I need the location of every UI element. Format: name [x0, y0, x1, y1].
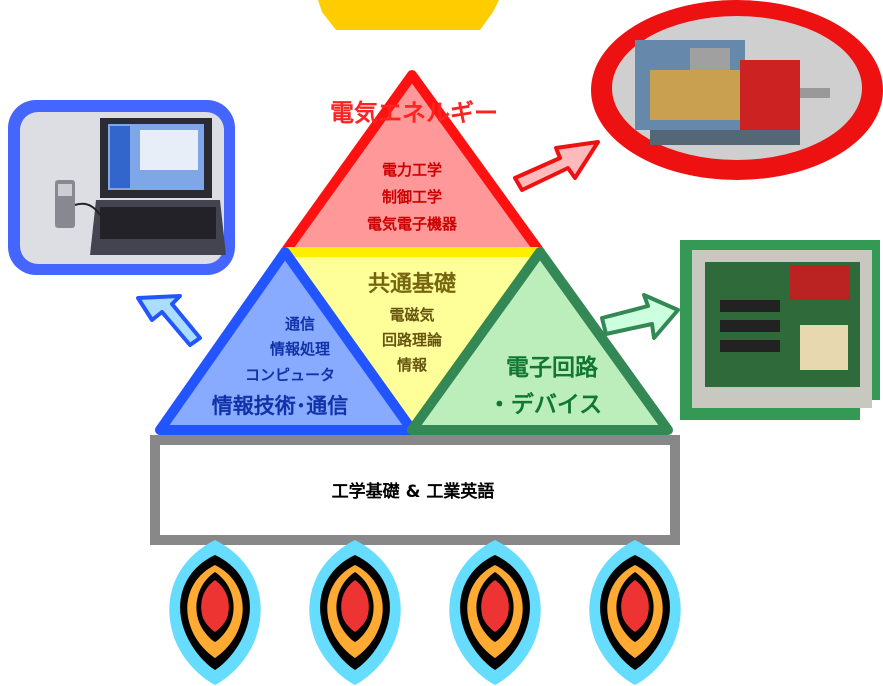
right-title-line2: ・デバイス — [488, 391, 602, 418]
center-subject-3: 情報 — [397, 356, 428, 374]
left-title: 情報技術･通信 — [212, 394, 349, 418]
top-subject-2: 制御工学 — [382, 188, 442, 206]
flame-icon — [169, 540, 261, 685]
base-label: 工学基礎 & 工業英語 — [332, 481, 495, 502]
pyramid — [155, 70, 673, 435]
flame-icon — [589, 540, 681, 685]
top-subject-3: 電気電子機器 — [367, 215, 458, 233]
center-subject-1: 電磁気 — [389, 306, 434, 324]
laptop-photo — [8, 100, 235, 275]
arrow-to-motor-icon — [513, 140, 600, 192]
top-title: 電気エネルギー — [330, 99, 498, 127]
left-triangle — [155, 247, 417, 435]
motor-photo — [591, 0, 883, 180]
flame-icon — [449, 540, 541, 685]
top-subject-1: 電力工学 — [382, 161, 442, 179]
circuit-board-photo — [680, 240, 880, 420]
arrow-to-circuit-board-icon — [600, 293, 680, 340]
base-bar — [150, 435, 680, 545]
star-icon — [318, 0, 499, 30]
center-subject-2: 回路理論 — [382, 331, 443, 349]
right-title-line1: 電子回路 — [506, 354, 599, 381]
flame-icon — [309, 540, 401, 685]
left-subject-3: コンピュータ — [245, 366, 335, 384]
arrow-to-laptop-icon — [136, 294, 202, 347]
right-triangle — [407, 247, 673, 435]
flames — [169, 540, 681, 685]
left-subject-1: 通信 — [285, 315, 315, 333]
left-subject-2: 情報処理 — [270, 340, 330, 358]
center-title: 共通基礎 — [368, 271, 457, 297]
